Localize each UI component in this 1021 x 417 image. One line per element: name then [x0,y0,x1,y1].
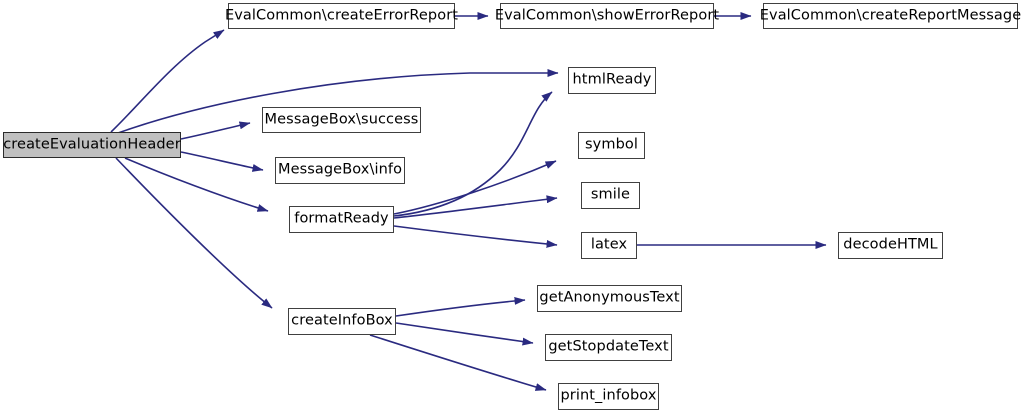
graph-node-getStopdateText[interactable]: getStopdateText [545,334,672,361]
graph-node-label: getStopdateText [548,338,669,355]
graph-edge-createEvaluationHeader-to-formatReady [124,157,269,212]
graph-node-createErrorReport[interactable]: EvalCommon\createErrorReport [225,3,458,29]
graph-node-label: formatReady [294,210,389,227]
graph-node-showErrorReport[interactable]: EvalCommon\showErrorReport [495,3,719,29]
graph-node-label: EvalCommon\createReportMessage [759,7,1021,24]
graph-edge-createInfoBox-to-getStopdateText [395,322,534,346]
graph-node-label: print_infobox [560,387,657,404]
graph-edge-createEvaluationHeader-to-messageBoxSuccess [180,121,251,140]
graph-node-htmlReady[interactable]: htmlReady [568,67,656,94]
graph-node-messageBoxSuccess[interactable]: MessageBox\success [262,107,421,133]
graph-node-smile[interactable]: smile [581,182,640,209]
graph-node-formatReady[interactable]: formatReady [289,206,394,233]
graph-node-label: symbol [585,136,638,153]
graph-node-label: EvalCommon\showErrorReport [494,7,720,24]
graph-node-label: smile [590,186,631,203]
graph-edges [110,12,827,391]
graph-edge-formatReady-to-smile [393,195,558,219]
graph-node-createInfoBox[interactable]: createInfoBox [288,308,396,335]
graph-node-label: htmlReady [572,71,652,88]
graph-edge-createEvaluationHeader-to-messageBoxInfo [180,151,264,172]
graph-node-label: getAnonymousText [539,289,680,306]
graph-edge-createInfoBox-to-print_infobox [369,334,547,391]
graph-node-messageBoxInfo[interactable]: MessageBox\info [275,157,405,184]
graph-node-symbol[interactable]: symbol [578,132,645,159]
graph-edge-createEvaluationHeader-to-createInfoBox [115,157,273,309]
graph-node-print_infobox[interactable]: print_infobox [558,383,659,410]
graph-edge-createInfoBox-to-getAnonymousText [395,296,526,317]
graph-node-decodeHTML[interactable]: decodeHTML [838,232,943,259]
graph-node-createEvaluationHeader[interactable]: createEvaluationHeader [3,132,181,158]
graph-node-label: MessageBox\info [277,161,403,178]
graph-node-label: createInfoBox [291,312,393,329]
graph-node-label: EvalCommon\createErrorReport [224,7,459,24]
graph-edge-formatReady-to-latex [393,225,558,248]
graph-node-label: MessageBox\success [264,111,419,128]
graph-node-label: latex [590,236,628,253]
graph-node-createReportMessage[interactable]: EvalCommon\createReportMessage [760,3,1021,29]
graph-node-getAnonymousText[interactable]: getAnonymousText [537,285,682,312]
graph-node-label: decodeHTML [843,236,938,253]
graph-edge-createEvaluationHeader-to-createErrorReport [110,29,225,133]
graph-node-label: createEvaluationHeader [3,136,181,153]
graph-node-latex[interactable]: latex [581,232,637,259]
graph-edge-formatReady-to-symbol [393,160,557,215]
